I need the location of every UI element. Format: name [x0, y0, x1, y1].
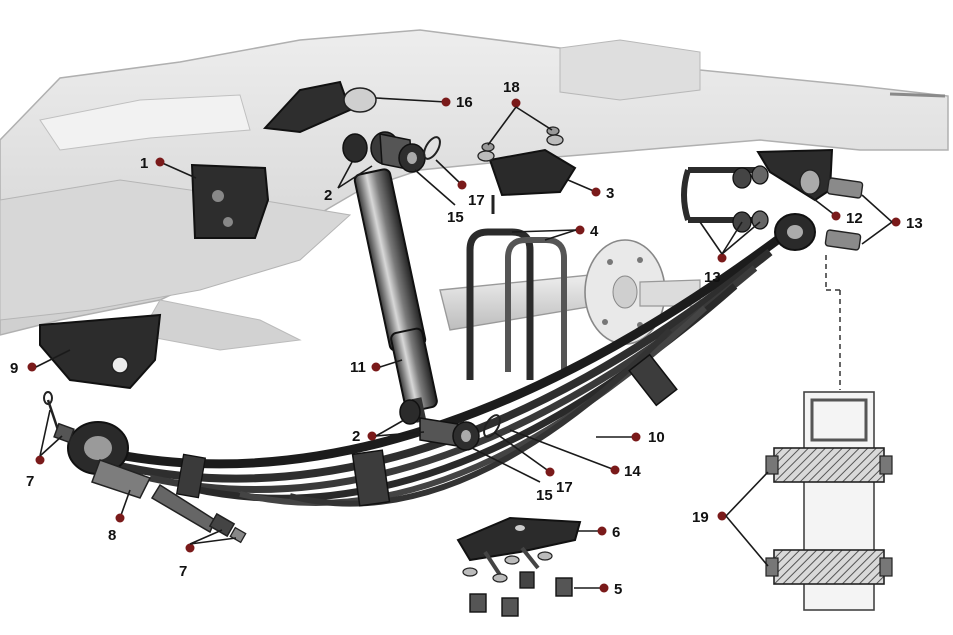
svg-text:7: 7 — [26, 473, 34, 490]
svg-text:17: 17 — [556, 479, 573, 496]
svg-text:18: 18 — [503, 79, 520, 96]
svg-text:4: 4 — [590, 223, 599, 240]
bumper-parts-5 — [462, 551, 573, 617]
svg-text:2: 2 — [324, 187, 332, 204]
callout-7-lower: 7 — [179, 529, 237, 580]
callout-5: 5 — [574, 581, 622, 598]
callout-1: 1 — [140, 155, 197, 179]
svg-text:10: 10 — [648, 429, 665, 446]
callout-14: 14 — [509, 429, 641, 480]
bolts-18 — [477, 126, 564, 162]
bumper-bracket-16 — [262, 80, 377, 134]
callout-15-upper: 15 — [414, 169, 464, 226]
callout-18: 18 — [487, 79, 553, 146]
svg-text:12: 12 — [846, 210, 863, 227]
svg-text:3: 3 — [606, 185, 614, 202]
svg-text:15: 15 — [447, 209, 464, 226]
shackle-cross-section-inset — [765, 255, 893, 611]
shock-absorber — [353, 168, 438, 423]
svg-text:5: 5 — [614, 581, 622, 598]
svg-text:17: 17 — [468, 192, 485, 209]
callout-13-right: 13 — [861, 194, 923, 245]
callout-4: 4 — [511, 223, 599, 241]
callout-8: 8 — [108, 489, 131, 544]
callout-17-upper: 17 — [435, 159, 485, 209]
front-bracket-1 — [190, 163, 270, 239]
front-hanger-bracket-9 — [39, 313, 162, 390]
spring-plate-6 — [456, 516, 582, 577]
svg-text:19: 19 — [692, 509, 709, 526]
svg-text:13: 13 — [704, 269, 721, 286]
svg-text:13: 13 — [906, 215, 923, 232]
shock-lower-mount — [399, 399, 501, 451]
callout-10: 10 — [596, 429, 665, 446]
callout-2-upper: 2 — [324, 161, 373, 204]
callout-11: 11 — [350, 359, 403, 376]
callout-17-lower: 17 — [493, 431, 573, 496]
shock-upper-mount — [342, 131, 441, 173]
svg-text:9: 9 — [10, 360, 18, 377]
svg-text:15: 15 — [536, 487, 553, 504]
svg-text:6: 6 — [612, 524, 620, 541]
callout-12: 12 — [809, 195, 863, 227]
callout-2-lower: 2 — [352, 419, 425, 445]
callout-13-left: 13 — [699, 221, 761, 286]
shock-bracket-3 — [488, 148, 577, 214]
svg-text:2: 2 — [352, 428, 360, 445]
callout-7-upper: 7 — [26, 409, 63, 490]
vehicle-frame — [0, 29, 949, 351]
u-bolts — [466, 228, 567, 380]
callout-9: 9 — [10, 349, 71, 377]
callout-19: 19 — [692, 471, 769, 567]
svg-text:1: 1 — [140, 155, 148, 172]
rear-hanger-bracket-12 — [756, 148, 834, 202]
svg-text:14: 14 — [624, 463, 641, 480]
spring-eye-bushing — [67, 421, 152, 499]
svg-text:11: 11 — [350, 359, 366, 376]
svg-text:7: 7 — [179, 563, 187, 580]
callouts: 1 16 18 2 15 17 — [10, 79, 923, 598]
svg-text:16: 16 — [456, 94, 473, 111]
callout-15-lower: 15 — [471, 447, 553, 504]
callout-3: 3 — [567, 179, 614, 202]
leaf-spring — [93, 234, 783, 507]
rear-shackle-13 — [681, 165, 864, 251]
callout-6: 6 — [578, 524, 620, 541]
svg-text:8: 8 — [108, 527, 116, 544]
callout-16: 16 — [375, 94, 473, 111]
